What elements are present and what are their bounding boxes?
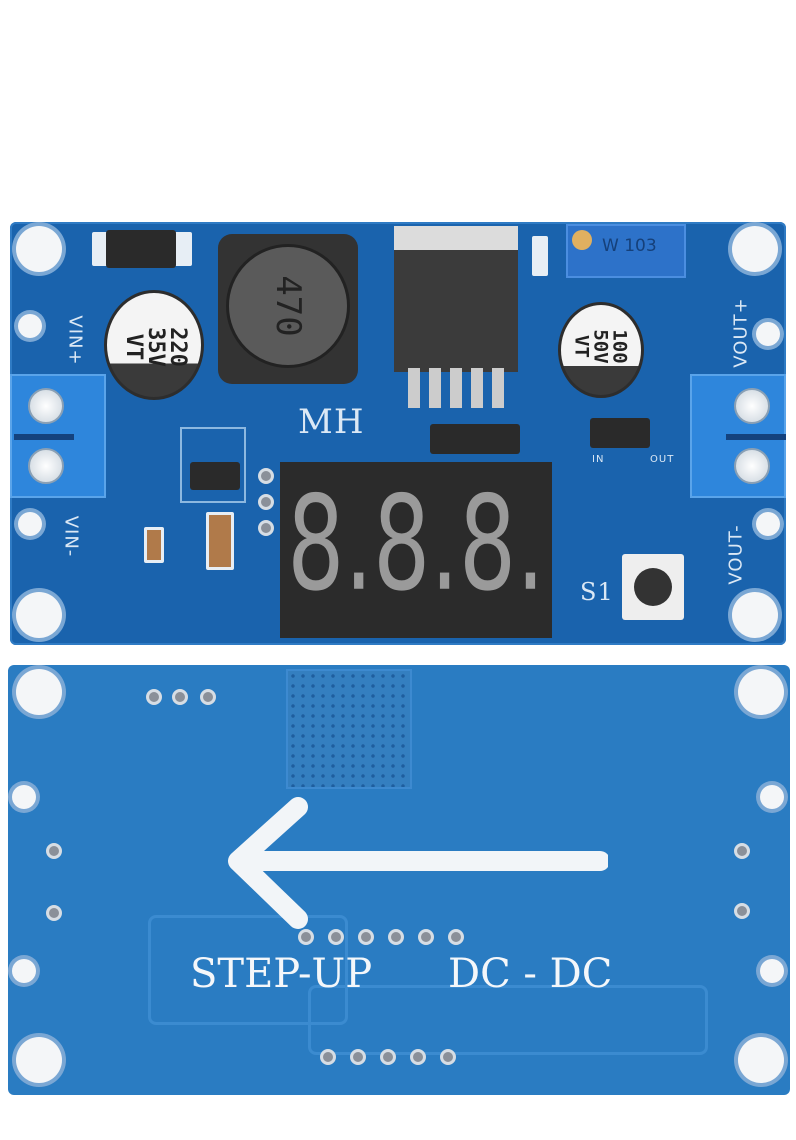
vout-plus-label: VOUT+ bbox=[730, 297, 752, 368]
inductor-marking: 470 bbox=[268, 275, 308, 337]
seven-segment-display: 8.8.8. bbox=[280, 462, 552, 638]
mounting-hole bbox=[16, 1037, 62, 1083]
vout-minus-label: VOUT- bbox=[725, 524, 747, 585]
solder-pad bbox=[12, 959, 36, 983]
mounting-hole bbox=[16, 592, 62, 638]
via bbox=[46, 843, 62, 859]
mounting-hole bbox=[738, 669, 784, 715]
via bbox=[734, 843, 750, 859]
mounting-hole bbox=[732, 592, 778, 638]
mounting-hole bbox=[738, 1037, 784, 1083]
screw-icon[interactable] bbox=[734, 388, 770, 424]
trimpot-marking: W 103 bbox=[602, 236, 657, 256]
power-inductor: 470 bbox=[218, 234, 358, 384]
vin-plus-label: VIN+ bbox=[64, 315, 86, 366]
solder-pad bbox=[18, 314, 42, 338]
solder-pad bbox=[18, 512, 42, 536]
mounting-hole bbox=[16, 226, 62, 272]
trace bbox=[308, 985, 708, 1055]
smd-capacitor bbox=[206, 512, 234, 570]
sot223-outline bbox=[180, 427, 246, 503]
smd-capacitor bbox=[144, 527, 164, 563]
solder-pad bbox=[12, 785, 36, 809]
regulator-ic bbox=[394, 226, 518, 372]
header-pin bbox=[258, 520, 274, 536]
pcb-top-side: 220 35V VT 470 W 103 100 50V VT VIN+ VIN… bbox=[10, 222, 786, 645]
via bbox=[146, 689, 162, 705]
voltage-regulator-sot223 bbox=[190, 462, 240, 490]
smd-resistor bbox=[532, 236, 548, 276]
ic-pins bbox=[408, 368, 504, 408]
trimmer-potentiometer[interactable]: W 103 bbox=[566, 224, 686, 278]
pin-row bbox=[320, 1049, 456, 1065]
display-value: 8.8.8. bbox=[287, 468, 545, 621]
step-up-label: STEP-UP bbox=[190, 951, 373, 997]
left-arrow-icon bbox=[228, 797, 608, 929]
input-cap-marking: 220 35V VT bbox=[121, 327, 190, 367]
header-pin bbox=[258, 468, 274, 484]
header-pin bbox=[258, 494, 274, 510]
vin-minus-label: VIN- bbox=[60, 515, 82, 558]
screw-icon[interactable] bbox=[734, 448, 770, 484]
via bbox=[172, 689, 188, 705]
in-led-label: IN bbox=[592, 454, 605, 465]
smd-diode bbox=[106, 230, 176, 268]
screw-icon[interactable] bbox=[28, 448, 64, 484]
mounting-hole bbox=[732, 226, 778, 272]
output-capacitor bbox=[558, 302, 644, 398]
brand-marking: MH bbox=[298, 402, 365, 442]
push-button-s1[interactable] bbox=[622, 554, 684, 620]
thermal-via-array bbox=[286, 669, 412, 789]
pin-row bbox=[298, 929, 464, 945]
input-capacitor bbox=[104, 290, 204, 400]
trace bbox=[148, 915, 348, 1025]
solder-pad bbox=[756, 512, 780, 536]
via bbox=[46, 905, 62, 921]
output-cap-marking: 100 50V VT bbox=[570, 329, 631, 364]
solder-pad bbox=[756, 322, 780, 346]
screw-icon[interactable] bbox=[28, 388, 64, 424]
solder-pad bbox=[760, 785, 784, 809]
smd-diode bbox=[430, 424, 520, 454]
via bbox=[734, 903, 750, 919]
solder-pad bbox=[760, 959, 784, 983]
mounting-hole bbox=[16, 669, 62, 715]
input-terminal-block[interactable] bbox=[10, 374, 106, 498]
via bbox=[200, 689, 216, 705]
switch-label: S1 bbox=[580, 578, 614, 606]
smd-diode bbox=[590, 418, 650, 448]
dc-dc-label: DC - DC bbox=[448, 951, 613, 997]
output-terminal-block[interactable] bbox=[690, 374, 786, 498]
out-led-label: OUT bbox=[650, 454, 675, 465]
pcb-bottom-side: STEP-UP DC - DC bbox=[8, 665, 790, 1095]
